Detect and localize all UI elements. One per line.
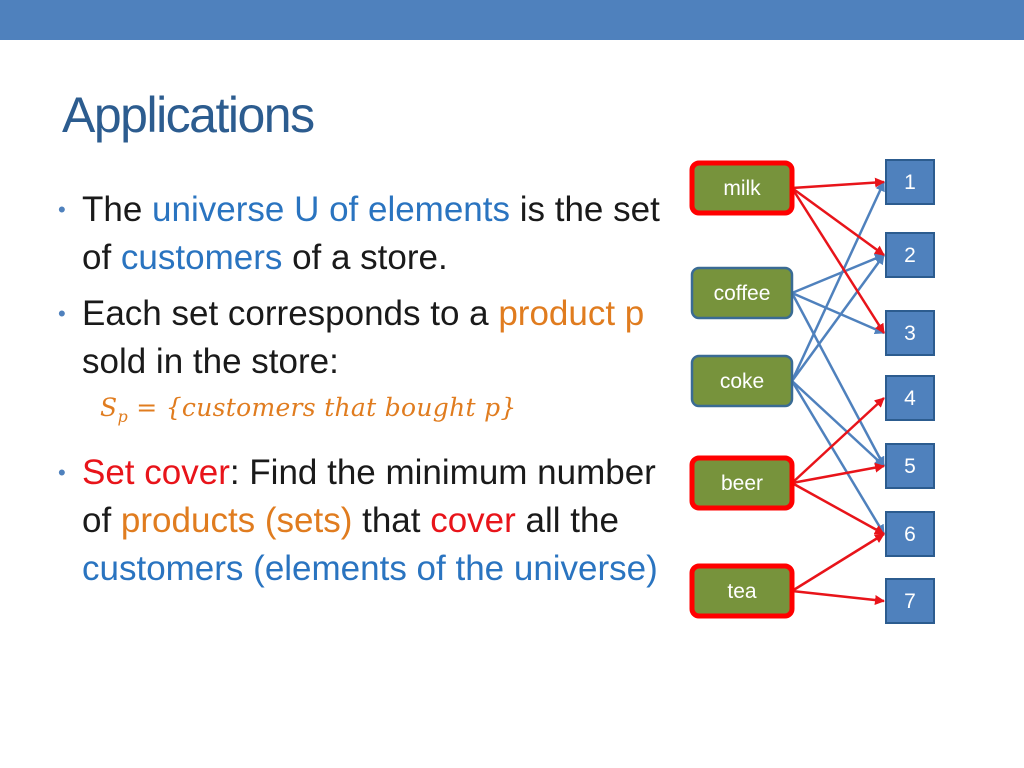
text-segment: that <box>352 501 431 540</box>
bullet-sets: • Each set corresponds to a product p so… <box>56 290 676 439</box>
customer-node-7: 7 <box>885 578 935 624</box>
bullet-dot-icon: • <box>58 301 66 326</box>
edge-tea-6 <box>791 532 885 593</box>
set-formula: Sp = {customers that bought p} <box>82 386 676 439</box>
customer-node-box <box>885 232 935 278</box>
product-node-label: milk <box>723 177 761 200</box>
highlight-elements: (elements of the universe) <box>243 549 658 588</box>
edge-beer-4 <box>791 397 885 484</box>
product-node-coffee: coffee <box>690 266 794 320</box>
customer-node-label: 7 <box>904 590 916 613</box>
bullet-list: • The universe U of elements is the set … <box>56 186 676 601</box>
product-node-beer: beer <box>689 455 795 511</box>
product-node-box <box>689 563 795 619</box>
edge-beer-5 <box>791 462 885 485</box>
bullet-universe: • The universe U of elements is the set … <box>56 186 676 282</box>
highlight-set-cover: Set cover <box>82 453 230 492</box>
highlight-universe: universe U of elements <box>152 190 510 229</box>
bullet-dot-icon: • <box>58 460 66 485</box>
product-node-coke: coke <box>690 354 794 408</box>
product-node-box <box>690 266 794 320</box>
text-segment: Each set corresponds to a <box>82 294 499 333</box>
product-node-label: beer <box>721 472 763 495</box>
product-node-milk: milk <box>689 160 795 216</box>
product-node-box <box>689 455 795 511</box>
edge-milk-2 <box>791 186 885 257</box>
customer-node-label: 3 <box>904 322 916 345</box>
product-node-box <box>690 354 794 408</box>
customer-node-2: 2 <box>885 232 935 278</box>
edge-coke-6 <box>790 380 886 535</box>
bullet-set-cover: • Set cover: Find the minimum number of … <box>56 449 676 593</box>
customer-node-1: 1 <box>885 159 935 205</box>
customer-node-label: 1 <box>904 171 916 194</box>
text-segment: sold in the store: <box>82 342 339 381</box>
customer-node-box <box>885 511 935 557</box>
customer-node-label: 5 <box>904 455 916 478</box>
customer-node-3: 3 <box>885 310 935 356</box>
edge-beer-6 <box>791 481 885 536</box>
formula-body: = {customers that bought p} <box>127 393 517 422</box>
highlight-customers: customers <box>82 549 244 588</box>
customer-node-label: 2 <box>904 244 916 267</box>
edge-coke-1 <box>790 181 886 382</box>
customer-node-6: 6 <box>885 511 935 557</box>
customer-node-box <box>885 443 935 489</box>
edge-coffee-3 <box>791 291 885 335</box>
customer-node-box <box>885 578 935 624</box>
edge-coke-5 <box>791 380 885 467</box>
customer-node-4: 4 <box>885 375 935 421</box>
text-segment: of a store. <box>282 238 448 277</box>
customer-node-box <box>885 310 935 356</box>
header-bar <box>0 0 1024 40</box>
text-segment: The <box>82 190 153 229</box>
bullet-dot-icon: • <box>58 197 66 222</box>
product-node-label: coffee <box>714 282 771 305</box>
customer-node-box <box>885 159 935 205</box>
slide-title: Applications <box>62 87 315 143</box>
text-segment: all the <box>515 501 619 540</box>
edge-tea-7 <box>791 589 885 605</box>
highlight-customers: customers <box>120 238 283 277</box>
edge-milk-1 <box>791 177 885 190</box>
product-node-label: tea <box>727 580 757 603</box>
customer-node-label: 6 <box>904 523 916 546</box>
product-node-box <box>689 160 795 216</box>
formula-symbol: S <box>100 393 118 422</box>
customer-node-5: 5 <box>885 443 935 489</box>
customer-node-box <box>885 375 935 421</box>
customer-node-label: 4 <box>904 387 916 410</box>
formula-subscript: p <box>117 407 128 426</box>
highlight-products: products (sets) <box>120 501 353 540</box>
edge-coffee-5 <box>790 292 886 467</box>
edge-coffee-2 <box>791 253 885 295</box>
highlight-cover: cover <box>430 501 516 540</box>
text-segment: is the set of <box>82 190 660 277</box>
edge-coke-2 <box>790 254 886 382</box>
product-node-tea: tea <box>689 563 795 619</box>
highlight-product: product p <box>498 294 645 333</box>
product-node-label: coke <box>720 370 764 393</box>
edge-milk-3 <box>790 187 886 334</box>
text-segment: : Find the minimum number of <box>82 453 656 540</box>
